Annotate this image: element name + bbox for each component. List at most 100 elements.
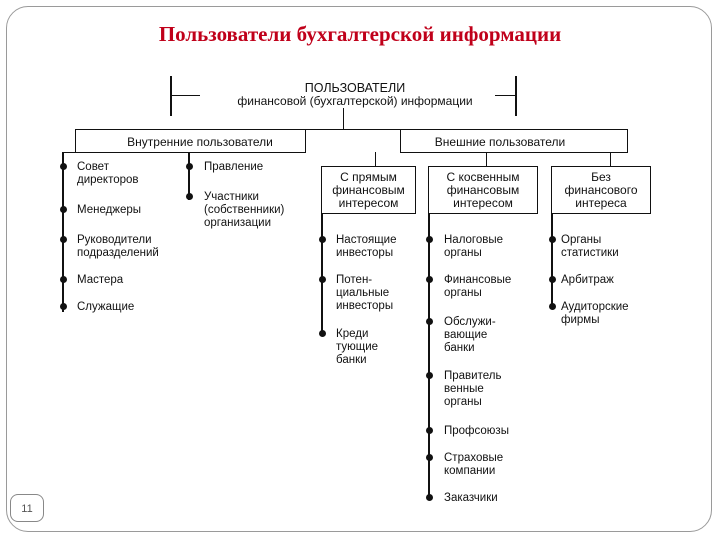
text-line: (собственники) bbox=[204, 204, 285, 216]
connector bbox=[170, 95, 200, 96]
connector bbox=[75, 129, 627, 130]
root-node: ПОЛЬЗОВАТЕЛИ финансовой (бухгалтерской) … bbox=[200, 82, 510, 108]
text-line: Креди bbox=[336, 328, 369, 340]
connector bbox=[75, 152, 306, 153]
root-line-1: ПОЛЬЗОВАТЕЛИ bbox=[304, 81, 406, 95]
text-line: С косвенным bbox=[446, 170, 520, 184]
text-line: Заказчики bbox=[444, 492, 498, 504]
text-line: банки bbox=[444, 342, 475, 354]
text-line: Органы bbox=[561, 234, 602, 246]
text-line: инвесторы bbox=[336, 300, 394, 312]
connector bbox=[400, 152, 628, 153]
bullet-dot bbox=[425, 318, 433, 325]
connector bbox=[305, 129, 306, 153]
text-line: Правление bbox=[204, 161, 264, 173]
list-item: Арбитраж bbox=[561, 274, 614, 287]
text-line: Мастера bbox=[77, 274, 124, 286]
connector bbox=[62, 152, 64, 312]
text-line: компании bbox=[444, 465, 496, 477]
text-line: органы bbox=[444, 396, 482, 408]
connector bbox=[321, 214, 323, 336]
connector bbox=[486, 152, 487, 166]
list-item: Служащие bbox=[77, 301, 134, 314]
connector bbox=[551, 214, 553, 308]
bullet-dot bbox=[59, 206, 67, 213]
text-line: интереса bbox=[575, 196, 627, 210]
connector bbox=[375, 152, 376, 166]
connector bbox=[428, 214, 430, 500]
list-item: Правление bbox=[204, 161, 263, 174]
text-line: Обслужи- bbox=[444, 316, 496, 328]
page-number: 11 bbox=[10, 494, 44, 522]
text-line: Потен- bbox=[336, 274, 373, 286]
text-line: статистики bbox=[561, 247, 619, 259]
connector bbox=[610, 152, 611, 166]
text-line: Руководители bbox=[77, 234, 152, 246]
text-line: Менеджеры bbox=[77, 204, 142, 216]
external-users-header: Внешние пользователи bbox=[434, 135, 566, 149]
bullet-dot bbox=[59, 276, 67, 283]
bullet-dot bbox=[425, 494, 433, 501]
text-line: Участники bbox=[204, 191, 259, 203]
text-line: Служащие bbox=[77, 301, 135, 313]
text-line: интересом bbox=[453, 196, 513, 210]
connector bbox=[62, 152, 76, 153]
text-line: циальные bbox=[336, 287, 390, 299]
list-item: Профсоюзы bbox=[444, 425, 509, 438]
text-line: С прямым bbox=[340, 170, 397, 184]
connector bbox=[400, 129, 401, 153]
slide-frame bbox=[6, 6, 712, 532]
text-line: Аудиторские bbox=[561, 301, 629, 313]
text-line: Правитель bbox=[444, 370, 502, 382]
bullet-dot bbox=[548, 303, 556, 310]
bullet-dot bbox=[425, 454, 433, 461]
text-line: венные bbox=[444, 383, 484, 395]
text-line: финансового bbox=[564, 183, 638, 197]
text-line: Совет bbox=[77, 161, 109, 173]
bullet-dot bbox=[425, 236, 433, 243]
text-line: Налоговые bbox=[444, 234, 504, 246]
bullet-dot bbox=[185, 163, 193, 170]
text-line: финансовым bbox=[446, 183, 520, 197]
text-line: Страховые bbox=[444, 452, 504, 464]
bullet-dot bbox=[185, 193, 193, 200]
slide-title: Пользователи бухгалтерской информации bbox=[158, 22, 562, 46]
bullet-dot bbox=[425, 276, 433, 283]
bullet-dot bbox=[425, 427, 433, 434]
text-line: Профсоюзы bbox=[444, 425, 509, 437]
internal-users-header: Внутренние пользователи bbox=[127, 135, 273, 149]
text-line: директоров bbox=[77, 174, 139, 186]
text-line: Финансовые bbox=[444, 274, 512, 286]
text-line: фирмы bbox=[561, 314, 600, 326]
text-line: органы bbox=[444, 247, 482, 259]
text-line: Арбитраж bbox=[561, 274, 614, 286]
connector bbox=[343, 108, 344, 130]
text-line: организации bbox=[204, 217, 272, 229]
list-item: Заказчики bbox=[444, 492, 498, 505]
connector bbox=[170, 76, 172, 116]
connector bbox=[188, 152, 190, 200]
text-line: финансовым bbox=[332, 183, 405, 197]
text-line: Настоящие bbox=[336, 234, 397, 246]
text-line: вающие bbox=[444, 329, 488, 341]
bullet-dot bbox=[59, 236, 67, 243]
text-line: органы bbox=[444, 287, 482, 299]
text-line: подразделений bbox=[77, 247, 159, 259]
text-line: Без bbox=[591, 170, 611, 184]
bullet-dot bbox=[548, 276, 556, 283]
text-line: банки bbox=[336, 354, 367, 366]
bullet-dot bbox=[59, 303, 67, 310]
bullet-dot bbox=[318, 276, 326, 283]
bullet-dot bbox=[59, 163, 67, 170]
